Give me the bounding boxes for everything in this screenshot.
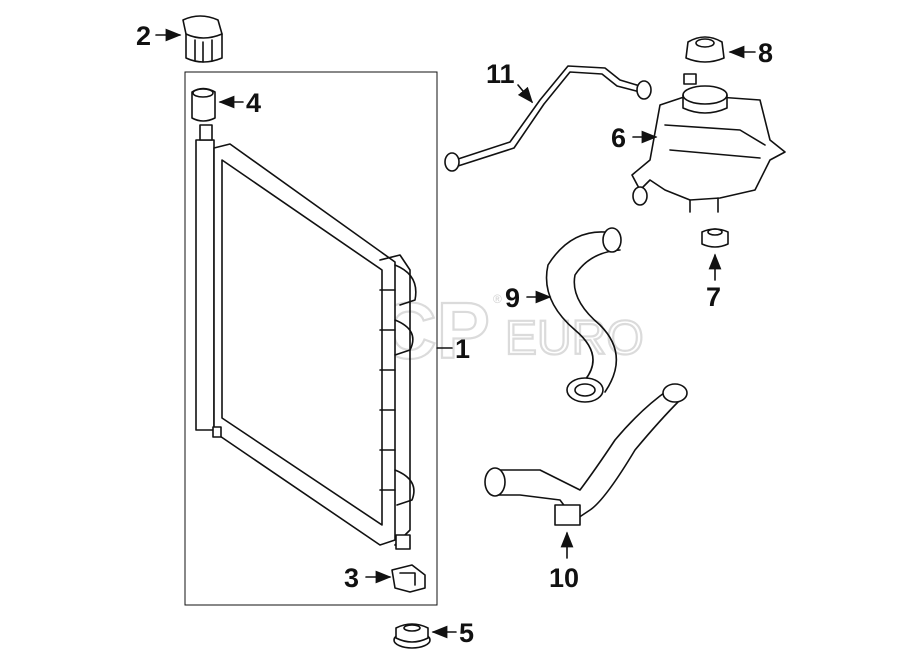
svg-text:®: ® [493, 292, 502, 306]
radiator-assembly-box [184, 71, 438, 606]
svg-text:1: 1 [455, 334, 470, 364]
bushing-part-4[interactable] [191, 87, 216, 122]
drain-plug-part-2[interactable] [182, 15, 223, 63]
mount-part-5[interactable] [393, 623, 431, 649]
svg-text:9: 9 [505, 283, 520, 313]
bracket-part-3[interactable] [391, 564, 426, 593]
svg-text:3: 3 [344, 563, 359, 593]
expansion-tank-part-6[interactable] [631, 73, 786, 213]
callout-7: 7 [706, 253, 722, 312]
callout-11: 11 [486, 59, 534, 104]
lower-hose-part-10[interactable] [484, 383, 688, 526]
svg-text:8: 8 [758, 38, 773, 68]
callout-8: 8 [728, 38, 773, 68]
svg-text:11: 11 [486, 59, 515, 89]
callout-4: 4 [218, 88, 261, 118]
callout-9: 9 [505, 283, 552, 313]
svg-text:EURO: EURO [505, 312, 644, 365]
callout-6: 6 [611, 123, 658, 153]
svg-text:7: 7 [706, 282, 721, 312]
callout-10: 10 [549, 531, 579, 593]
radiator-part-1[interactable] [195, 124, 417, 550]
upper-hose-part-9[interactable] [545, 227, 622, 403]
callout-5: 5 [431, 618, 474, 648]
callout-2: 2 [136, 21, 182, 51]
svg-text:2: 2 [136, 21, 151, 51]
svg-text:10: 10 [549, 563, 579, 593]
callout-1: 1 [436, 334, 470, 364]
svg-text:5: 5 [459, 618, 474, 648]
vent-hose-part-11[interactable] [444, 65, 652, 172]
svg-text:4: 4 [246, 88, 261, 118]
callout-3: 3 [344, 563, 392, 593]
reservoir-cap-part-8[interactable] [685, 36, 725, 63]
grommet-part-7[interactable] [701, 228, 729, 248]
svg-text:6: 6 [611, 123, 626, 153]
